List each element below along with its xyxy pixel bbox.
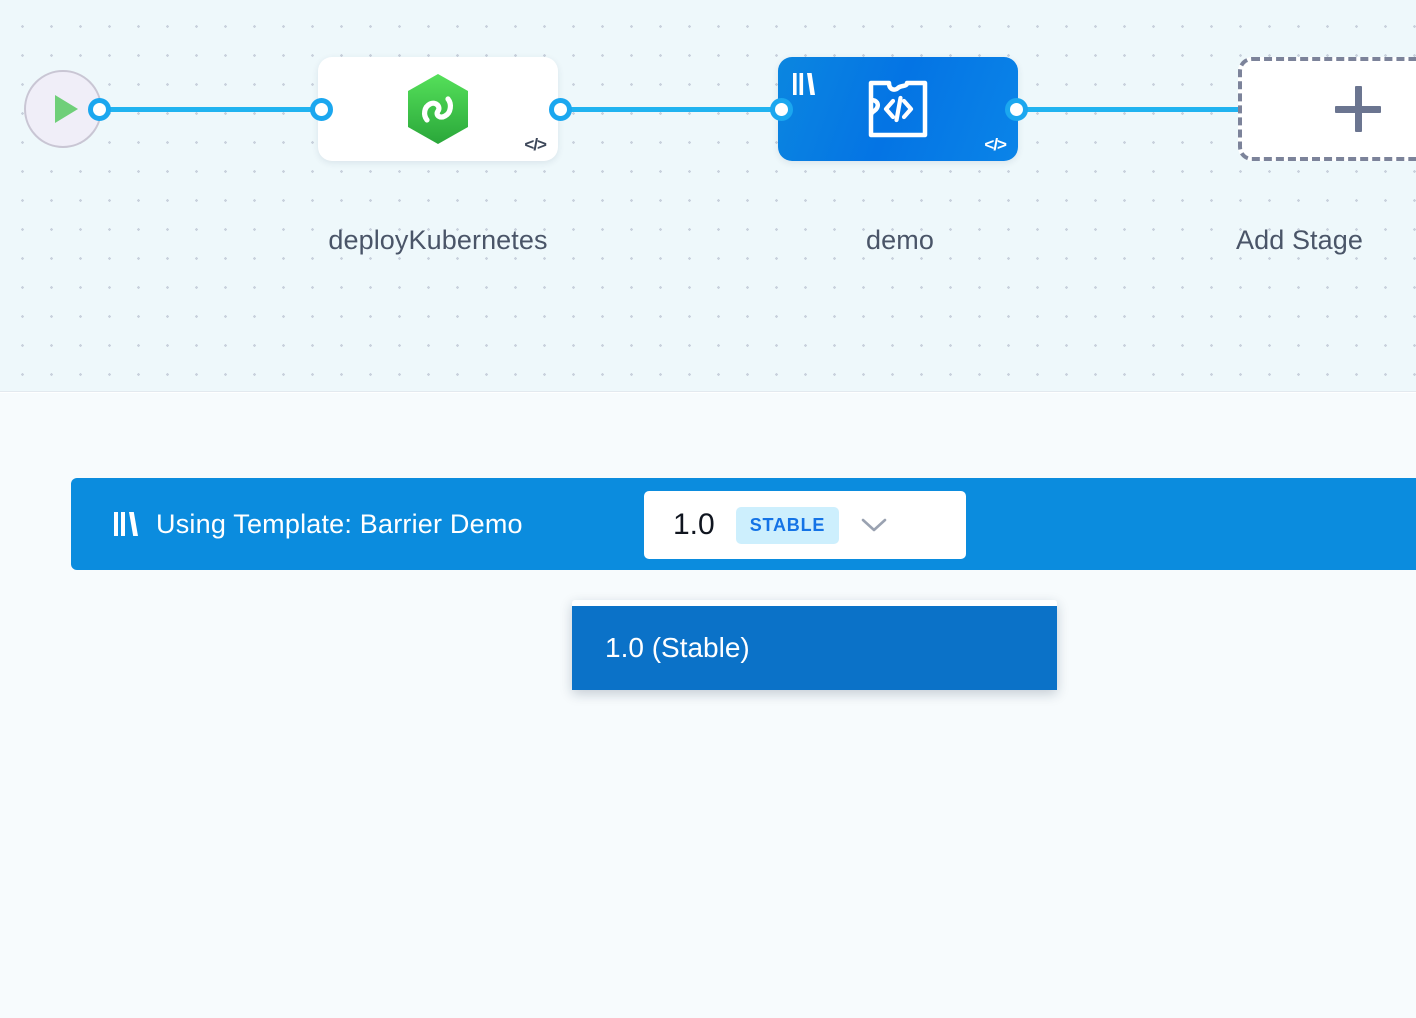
- stage-label-deploy-kubernetes: deployKubernetes: [328, 225, 548, 255]
- node-code-icon: </>: [984, 135, 1007, 154]
- chevron-down-icon[interactable]: [859, 516, 889, 534]
- stage-config-panel: Using Template: Barrier Demo 1.0 STABLE …: [0, 393, 1416, 1018]
- template-version-select[interactable]: 1.0 STABLE: [644, 491, 966, 559]
- template-version-menu[interactable]: 1.0 (Stable): [572, 600, 1057, 690]
- pipeline-canvas[interactable]: </> </>: [0, 0, 1416, 392]
- using-template-label: Using Template: Barrier Demo: [156, 508, 523, 539]
- template-library-icon: [113, 509, 139, 539]
- connector-port[interactable]: [88, 98, 111, 121]
- play-icon: [54, 95, 78, 123]
- version-menu-item[interactable]: 1.0 (Stable): [572, 606, 1057, 690]
- template-version-value: 1.0: [673, 508, 715, 541]
- template-library-icon: [792, 71, 816, 102]
- add-stage-label: Add Stage: [1236, 225, 1364, 255]
- node-code-icon: </>: [524, 135, 547, 154]
- custom-stage-puzzle-icon: [868, 80, 928, 138]
- connector-port[interactable]: [1005, 98, 1028, 121]
- node-icon-wrap: [778, 57, 1018, 161]
- plus-icon: [1354, 86, 1362, 132]
- stage-node-deploy-kubernetes[interactable]: </>: [318, 57, 558, 161]
- connector-port[interactable]: [549, 98, 572, 121]
- connector-wire: [96, 107, 328, 112]
- using-template-bar: Using Template: Barrier Demo 1.0 STABLE: [71, 478, 1416, 570]
- stage-node-demo[interactable]: </>: [778, 57, 1018, 161]
- connector-port[interactable]: [770, 98, 793, 121]
- connector-wire: [1004, 107, 1250, 112]
- add-stage-button[interactable]: [1238, 57, 1416, 161]
- stage-label-demo: demo: [866, 225, 934, 255]
- connector-wire: [548, 107, 788, 112]
- connector-port[interactable]: [310, 98, 333, 121]
- node-icon-wrap: [318, 57, 558, 161]
- version-stability-badge: STABLE: [735, 506, 840, 544]
- harness-hexagon-icon: [408, 74, 468, 144]
